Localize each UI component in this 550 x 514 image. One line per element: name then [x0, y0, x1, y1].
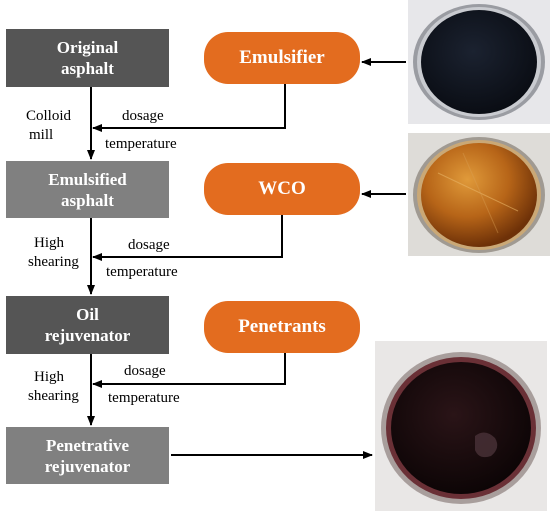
process-high-shearing-1: High shearing — [28, 234, 79, 272]
wco-sample-photo — [408, 133, 550, 256]
process-line1: Colloid — [26, 108, 72, 124]
step-oil-rejuvenator: Oil rejuvenator — [6, 296, 169, 354]
step-label-line1: Oil — [76, 305, 99, 324]
condition-dosage-2: dosage — [128, 237, 170, 253]
process-line1: High — [34, 235, 64, 251]
penetrative-rejuvenator-sample-photo — [375, 341, 547, 511]
step-label-line1: Original — [56, 38, 119, 57]
condition-temperature-3: temperature — [108, 390, 180, 406]
step-label-line2: rejuvenator — [44, 456, 131, 476]
condition-dosage-3: dosage — [124, 363, 166, 379]
arrow-emulsifier-feed — [92, 84, 286, 132]
emulsifier-sample-photo — [408, 0, 550, 124]
process-line2: shearing — [28, 388, 79, 404]
additive-wco: WCO — [204, 163, 360, 215]
condition-temperature-2: temperature — [106, 264, 178, 280]
process-line2: shearing — [28, 254, 79, 270]
process-line2: mill — [29, 127, 54, 143]
condition-dosage-1: dosage — [122, 108, 164, 124]
step-label-line2: asphalt — [61, 59, 114, 78]
step-label-line1: Penetrative — [45, 435, 130, 455]
condition-temperature-1: temperature — [105, 136, 177, 152]
additive-emulsifier: Emulsifier — [204, 32, 360, 84]
arrow-penetrants-feed — [92, 353, 286, 388]
step-penetrative-rejuvenator: Penetrative rejuvenator — [6, 427, 169, 484]
step-emulsified-asphalt: Emulsified asphalt — [6, 161, 169, 218]
additive-penetrants: Penetrants — [204, 301, 360, 353]
step-label-line2: asphalt — [61, 190, 114, 210]
process-line1: High — [34, 369, 64, 385]
process-high-shearing-2: High shearing — [28, 368, 79, 406]
step-original-asphalt: Original asphalt — [6, 29, 169, 87]
process-colloid-mill: Colloid mill — [26, 107, 71, 145]
step-label-line1: Emulsified — [48, 169, 127, 189]
arrow-wco-feed — [92, 215, 283, 261]
step-label-line2: rejuvenator — [44, 326, 131, 345]
